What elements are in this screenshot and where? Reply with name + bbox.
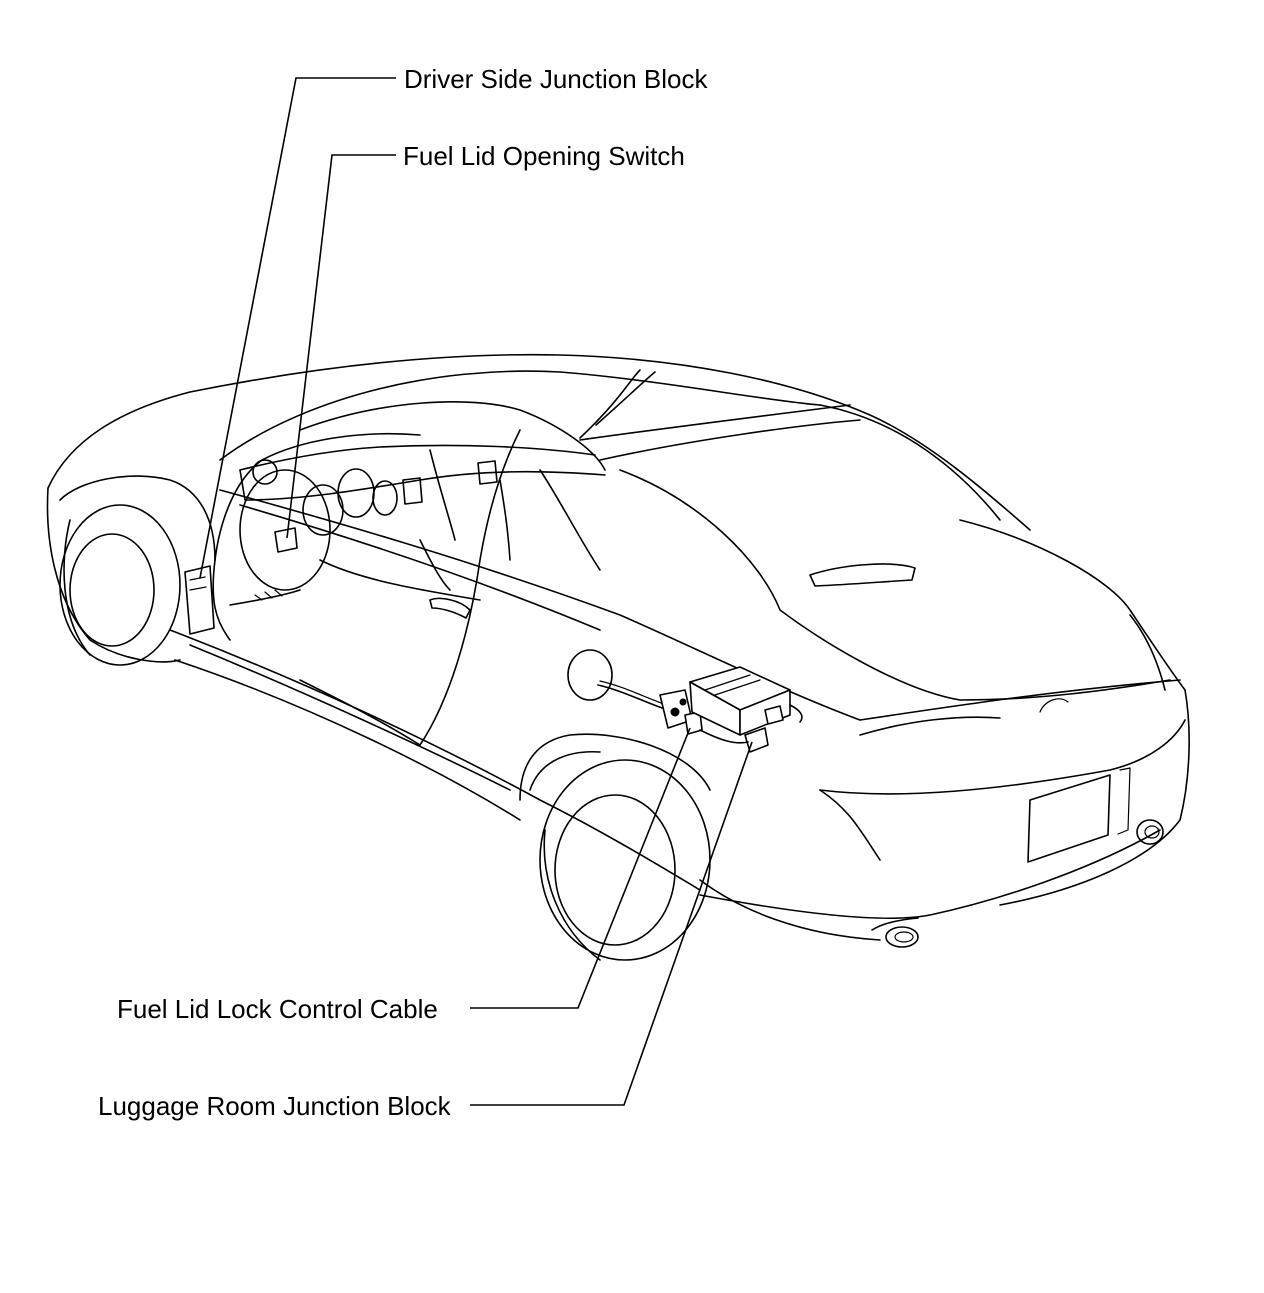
leader-fuel-lid-opening-switch bbox=[286, 154, 396, 539]
label-fuel-lid-lock-control-cable: Fuel Lid Lock Control Cable bbox=[117, 994, 438, 1024]
fuel-lid-opening-switch-part bbox=[274, 527, 298, 553]
leader-driver-side-junction-block bbox=[199, 77, 396, 579]
car-body bbox=[46, 353, 1190, 961]
leader-lines bbox=[199, 77, 753, 1106]
label-fuel-lid-opening-switch: Fuel Lid Opening Switch bbox=[403, 141, 685, 171]
leader-fuel-lid-lock-control-cable bbox=[470, 727, 691, 1009]
label-driver-side-junction-block: Driver Side Junction Block bbox=[404, 64, 708, 94]
leader-luggage-room-junction-block bbox=[470, 741, 753, 1106]
label-luggage-room-junction-block: Luggage Room Junction Block bbox=[98, 1091, 451, 1121]
driver-side-junction-block-part bbox=[184, 565, 215, 635]
